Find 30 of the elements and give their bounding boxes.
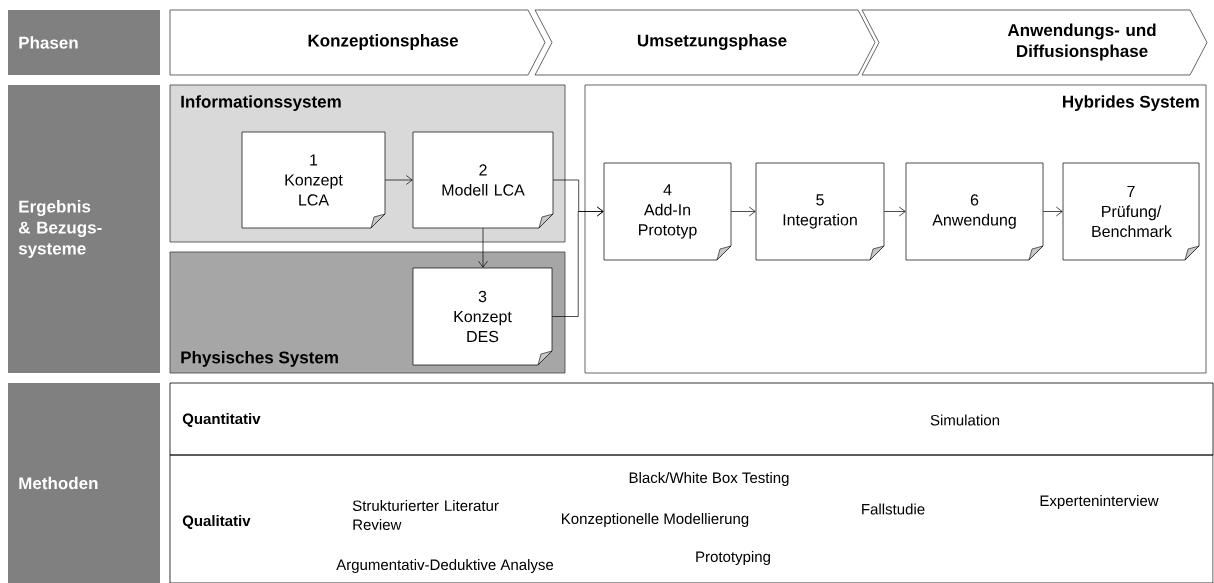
document-box: 6 Anwendung bbox=[905, 162, 1044, 261]
phase-banner: Anwendungs- und Diffusionsphase bbox=[861, 9, 1208, 76]
arrow bbox=[730, 206, 756, 217]
panel-title: Hybrides System bbox=[1063, 95, 1199, 112]
arrow bbox=[551, 206, 604, 317]
method-label: Black/White Box Testing bbox=[629, 472, 789, 486]
panel-title: Informationssystem bbox=[181, 95, 341, 112]
phase-banner: Konzeptionsphase bbox=[169, 9, 546, 76]
method-label: Fallstudie bbox=[862, 503, 925, 515]
panel-title: Physisches System bbox=[181, 350, 338, 367]
method-label: Argumentativ-Deduktive Analyse bbox=[336, 559, 554, 573]
method-label: Experteninterview bbox=[1040, 495, 1159, 509]
row-header: Ergebnis & Bezugs- systeme bbox=[8, 85, 160, 373]
phase-banner: Umsetzungsphase bbox=[534, 9, 876, 76]
document-box: 3 Konzept DES bbox=[412, 267, 553, 366]
arrow bbox=[384, 175, 413, 185]
document-box: 2 Modell LCA bbox=[412, 131, 554, 229]
method-label: Simulation bbox=[930, 414, 1000, 426]
document-box: 7 Prüfung/ Benchmark bbox=[1062, 162, 1200, 261]
document-box: 4 Add-In Prototyp bbox=[603, 162, 732, 261]
row-header: Methoden bbox=[8, 383, 160, 583]
document-box: 1 Konzept LCA bbox=[241, 131, 386, 229]
document-box: 5 Integration bbox=[755, 162, 885, 261]
arrow bbox=[478, 227, 488, 268]
method-label: Prototyping bbox=[696, 551, 770, 565]
row-header: Phasen bbox=[8, 10, 160, 75]
arrow bbox=[1042, 206, 1063, 217]
arrow bbox=[883, 206, 906, 217]
method-label: Strukturierter Literatur Review bbox=[352, 500, 499, 530]
method-label: Konzeptionelle Modellierung bbox=[562, 513, 749, 527]
